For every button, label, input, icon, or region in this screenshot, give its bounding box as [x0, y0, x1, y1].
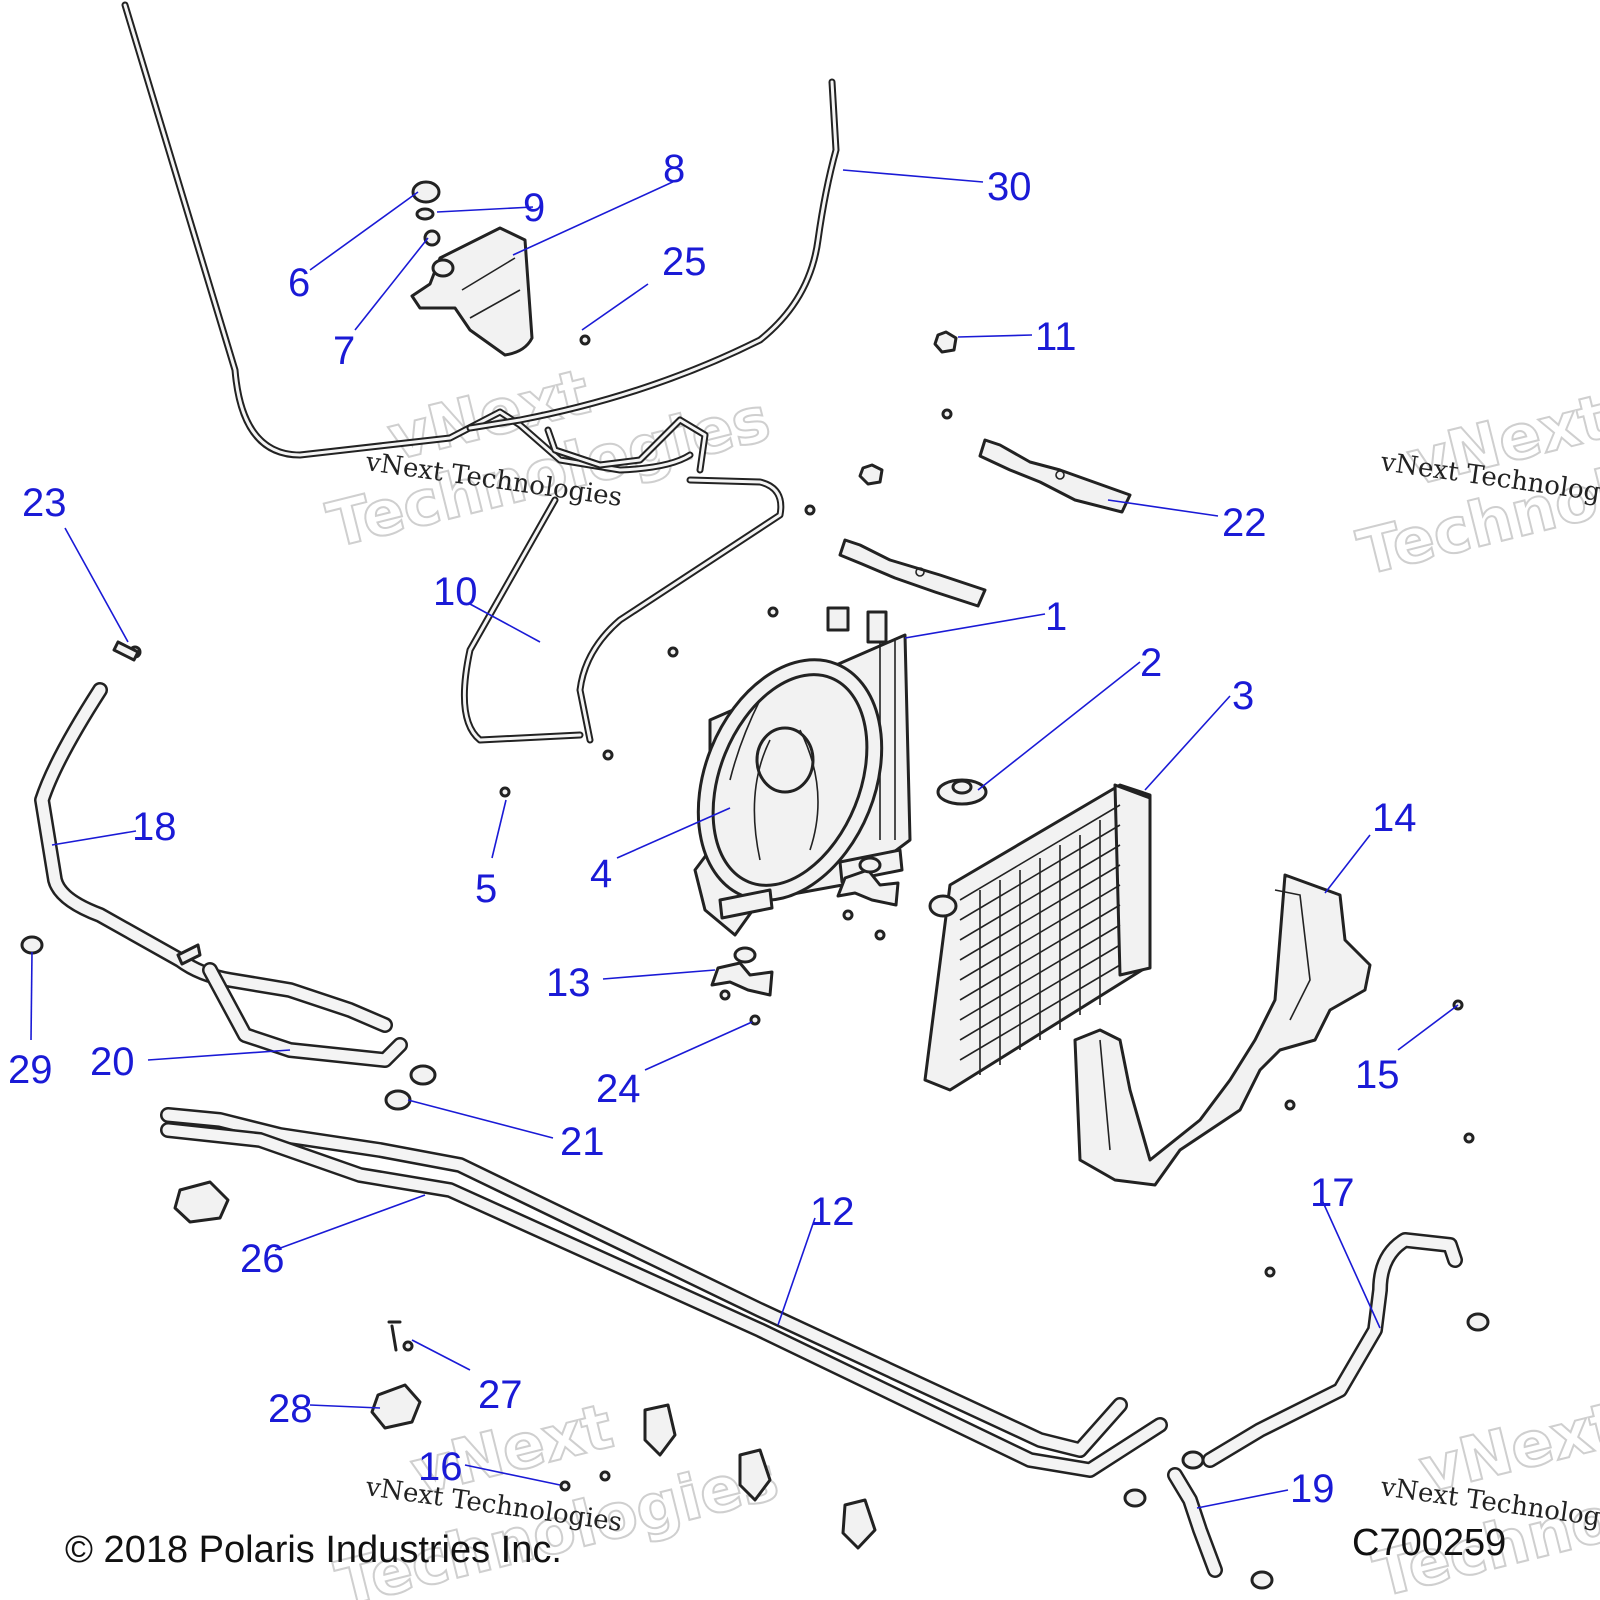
fasteners	[128, 330, 1475, 1278]
callout-20: 20	[90, 1040, 135, 1084]
callout-27: 27	[478, 1373, 523, 1417]
callout-13: 13	[546, 961, 591, 1005]
callout-numbers: 1 2 3 4 5 6 7 8 9 10 11 12 13 14 15 16 1…	[8, 147, 1417, 1511]
callout-9: 9	[523, 186, 545, 230]
callout-29: 29	[8, 1048, 53, 1092]
callout-21: 21	[560, 1120, 605, 1164]
callout-11: 11	[1035, 315, 1077, 359]
callout-14: 14	[1372, 796, 1417, 840]
hose-19	[1123, 1312, 1490, 1590]
mount-bracket-22	[838, 438, 1132, 608]
fitting-23	[112, 640, 140, 662]
coolant-reservoir	[410, 180, 534, 357]
callout-19: 19	[1290, 1467, 1335, 1511]
fan-assembly	[693, 606, 912, 937]
callout-28: 28	[268, 1387, 313, 1431]
hose-17	[1202, 1232, 1463, 1468]
radiator-cap-2	[936, 778, 988, 806]
hose-clamps	[20, 935, 437, 1111]
bracket-13	[710, 856, 900, 997]
callout-16: 16	[418, 1445, 463, 1489]
callout-7: 7	[333, 329, 355, 373]
callout-24: 24	[596, 1067, 641, 1111]
callout-6: 6	[288, 261, 310, 305]
callout-1: 1	[1045, 595, 1067, 639]
callout-30: 30	[987, 165, 1032, 209]
callout-23: 23	[22, 481, 67, 525]
air-duct-14	[1073, 873, 1372, 1187]
callout-2: 2	[1140, 641, 1162, 685]
callout-5: 5	[475, 867, 497, 911]
callout-15: 15	[1355, 1053, 1400, 1097]
callout-3: 3	[1232, 674, 1254, 718]
overflow-hose-30	[466, 78, 840, 432]
leader-lines	[30, 169, 1459, 1509]
callout-10: 10	[433, 570, 478, 614]
callout-4: 4	[590, 852, 612, 896]
callout-26: 26	[240, 1237, 285, 1281]
coolant-tubes	[160, 1107, 1168, 1478]
radiator-3	[923, 783, 1152, 1092]
callout-22: 22	[1222, 501, 1267, 545]
diagram-code: C700259	[1352, 1522, 1506, 1564]
tube-clips	[173, 1180, 877, 1550]
callout-17: 17	[1310, 1171, 1355, 1215]
callout-18: 18	[132, 805, 177, 849]
hose-10	[460, 416, 785, 744]
overflow-tube-left	[121, 1, 694, 474]
copyright-notice: © 2018 Polaris Industries Inc.	[65, 1529, 562, 1571]
callout-12: 12	[810, 1190, 855, 1234]
callout-25: 25	[662, 240, 707, 284]
callout-8: 8	[663, 147, 685, 191]
